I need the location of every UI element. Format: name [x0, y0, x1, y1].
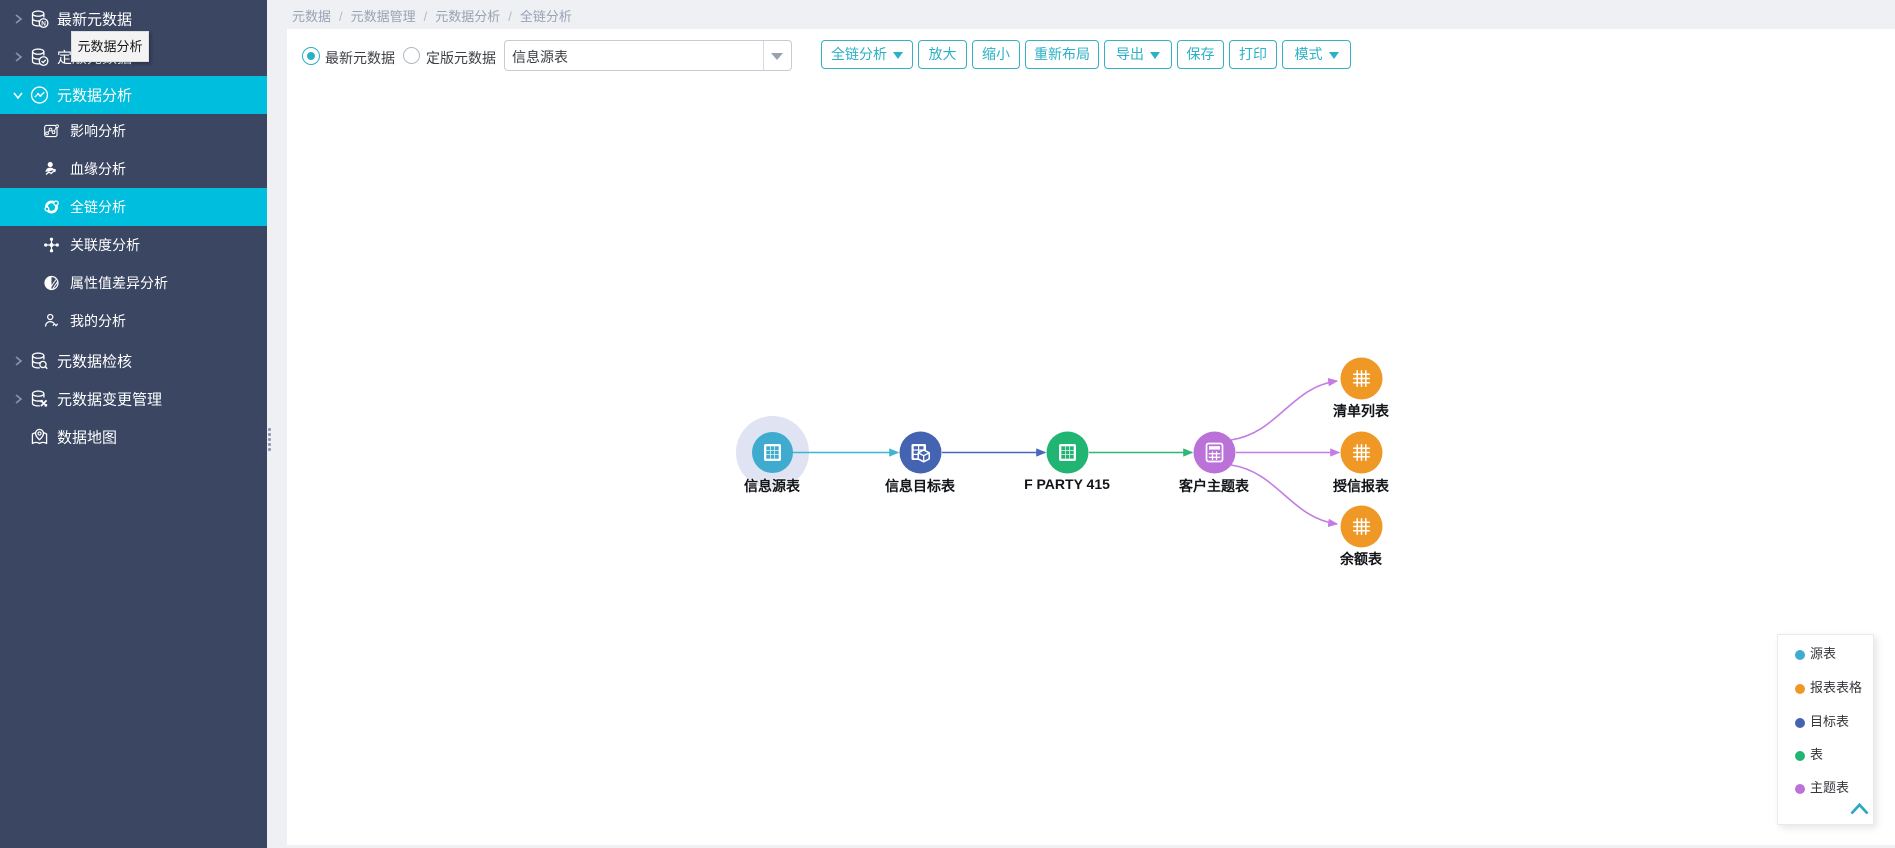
- svg-text:N: N: [41, 20, 46, 27]
